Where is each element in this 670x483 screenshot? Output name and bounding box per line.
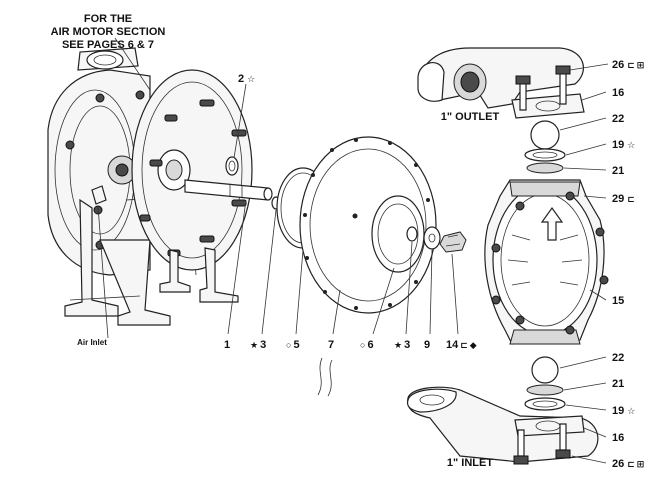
header-note: FOR THE AIR MOTOR SECTION SEE PAGES 6 & … — [51, 13, 166, 51]
callout-6: ○6 — [360, 339, 374, 351]
callout-7: 7 — [328, 339, 334, 351]
callout-2: 2☆ — [238, 73, 255, 85]
callout-9: 9 — [424, 339, 430, 351]
fluid-chamber-15 — [484, 179, 609, 345]
callout-26-bottom: 26⊏⊞ — [612, 458, 644, 470]
callout-16-bottom: 16 — [612, 432, 624, 444]
callout-29: 29⊏ — [612, 193, 635, 205]
callout-5: ○5 — [286, 339, 300, 351]
air-inlet-label: Air Inlet — [77, 338, 107, 347]
callout-26-top: 26⊏⊞ — [612, 59, 644, 71]
callout-21-top: 21 — [612, 165, 624, 177]
callout-21-bottom: 21 — [612, 378, 624, 390]
callout-3-left: ★3 — [250, 339, 266, 351]
check-ball-22-top — [530, 120, 560, 150]
inlet-label: 1" INLET — [447, 457, 493, 469]
seat-19-bottom — [524, 397, 566, 411]
bolt-14 — [439, 231, 467, 253]
header-note-line2: AIR MOTOR SECTION — [51, 26, 166, 38]
outlet-label: 1" OUTLET — [441, 111, 500, 123]
inner-flange-plate — [131, 69, 253, 303]
washer-9 — [423, 226, 441, 250]
callout-15: 15 — [612, 295, 624, 307]
callout-22-bottom: 22 — [612, 352, 624, 364]
seat-19-top — [524, 148, 566, 162]
o-ring-21-top — [526, 162, 564, 174]
callout-16-top: 16 — [612, 87, 624, 99]
header-note-line3: SEE PAGES 6 & 7 — [62, 39, 154, 51]
air-motor-housing — [47, 47, 197, 326]
shaft — [184, 179, 273, 201]
leader-lines — [97, 37, 609, 464]
inlet-manifold — [406, 386, 599, 465]
header-note-line1: FOR THE — [84, 13, 132, 25]
outlet-manifold — [417, 47, 585, 119]
o-ring-21-bottom — [526, 384, 564, 396]
o-ring-3-right — [406, 226, 418, 242]
callout-1: 1 — [224, 339, 230, 351]
callout-19-bottom: 19☆ — [612, 405, 635, 417]
callout-22-top: 22 — [612, 113, 624, 125]
callout-19-top: 19☆ — [612, 139, 635, 151]
callout-14: 14⊏◆ — [446, 339, 477, 351]
seal-ring-2 — [225, 156, 239, 176]
callout-3-right: ★3 — [394, 339, 410, 351]
check-ball-22-bottom — [531, 356, 559, 384]
